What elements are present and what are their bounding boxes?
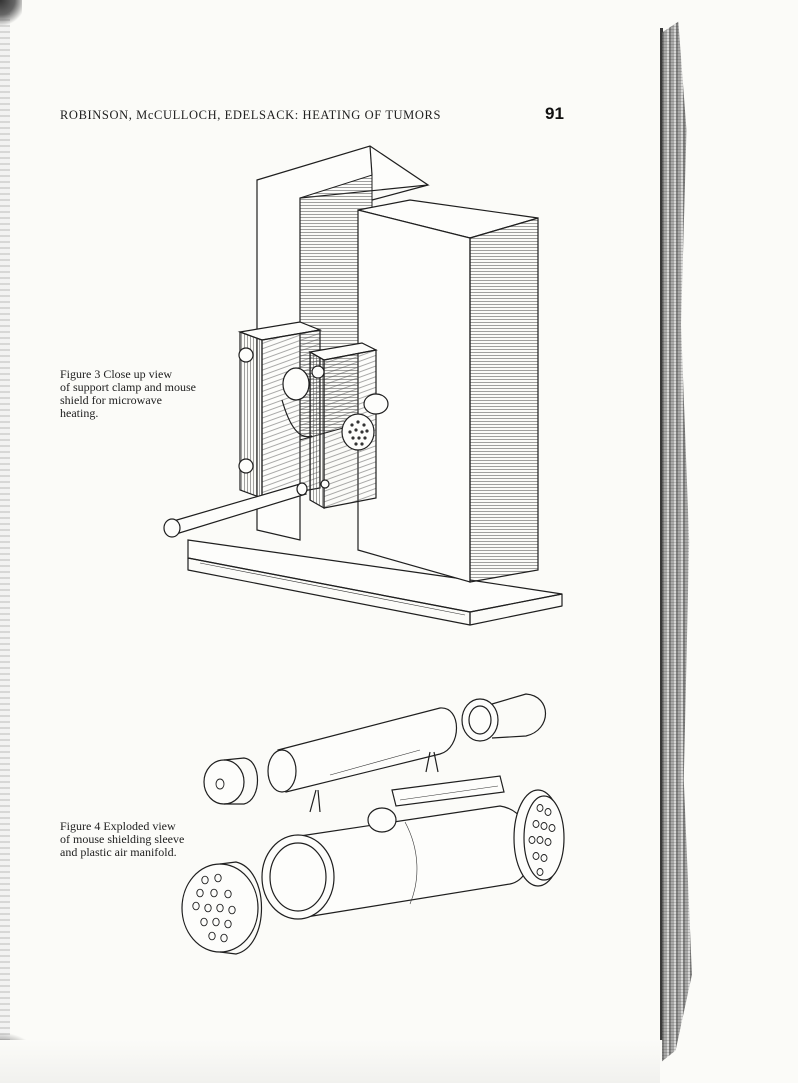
scan-bottom-strip bbox=[0, 1040, 660, 1083]
outer-sleeve bbox=[261, 805, 532, 920]
figure-3-caption: Figure 3 Close up view of support clamp … bbox=[60, 367, 196, 420]
running-head: ROBINSON, McCULLOCH, EDELSACK: HEATING O… bbox=[60, 108, 442, 122]
figure-4-caption: Figure 4 Exploded view of mouse shieldin… bbox=[60, 819, 185, 859]
collar bbox=[461, 693, 547, 742]
inner-tube bbox=[267, 707, 458, 813]
small-end-cap bbox=[203, 757, 258, 805]
base-plate bbox=[187, 539, 563, 626]
shield-cylinder bbox=[281, 367, 389, 451]
right-manifold-disk bbox=[513, 789, 565, 887]
left-clamp-plate bbox=[237, 321, 323, 499]
page-number: 91 bbox=[545, 104, 564, 123]
left-manifold-disk bbox=[181, 861, 262, 955]
page-edge-line bbox=[660, 28, 663, 1040]
shield-strip bbox=[391, 775, 505, 807]
scan-left-edge bbox=[0, 0, 10, 1083]
support-rod bbox=[163, 482, 308, 538]
right-block bbox=[357, 199, 539, 583]
scan-corner-mark-top bbox=[0, 0, 22, 30]
